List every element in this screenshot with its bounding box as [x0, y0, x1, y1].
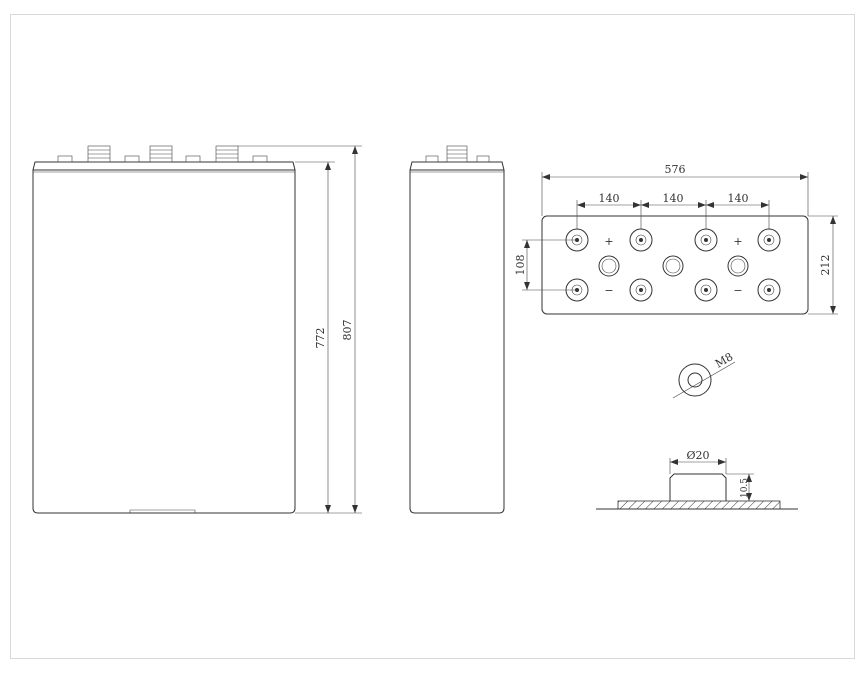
thread-label: M8	[713, 350, 735, 370]
lid-section-hatch	[617, 500, 781, 510]
dim-212: 212	[808, 215, 838, 315]
dim-108: 108	[514, 239, 577, 291]
side-body	[409, 169, 505, 514]
dim-807-label: 807	[341, 320, 354, 341]
polarity-plus-2: +	[733, 235, 742, 248]
side-view	[409, 145, 505, 514]
thread-detail: M8	[672, 350, 735, 399]
front-foot	[129, 509, 196, 513]
top-view: + + − − 576 140 140 140	[514, 163, 838, 315]
dim-807: 807	[238, 145, 362, 514]
top-outline	[541, 215, 809, 315]
front-post-2	[149, 145, 173, 163]
front-body	[32, 169, 296, 514]
terminal-post-section	[669, 473, 727, 501]
dim-772-label: 772	[314, 328, 327, 349]
front-post-3	[215, 145, 239, 163]
dim-140-label-1: 140	[599, 192, 620, 205]
dim-772: 772	[295, 161, 335, 514]
polarity-minus-2: −	[733, 284, 742, 297]
side-lid	[409, 161, 505, 171]
polarity-plus-1: +	[604, 235, 613, 248]
drawing-frame	[10, 14, 855, 659]
side-post	[446, 145, 468, 163]
dim-108-label: 108	[514, 255, 527, 276]
front-view: 772 807	[32, 145, 362, 514]
front-terminals	[57, 145, 268, 163]
terminal-height-label: 10.5	[740, 478, 750, 498]
dim-576-label: 576	[665, 163, 686, 176]
terminal-row-bottom	[565, 278, 781, 302]
dim-576: 576	[541, 163, 809, 216]
polarity-minus-1: −	[604, 284, 613, 297]
terminal-row-top	[565, 228, 781, 252]
terminal-section: Ø20 10.5	[596, 449, 798, 510]
front-post-1	[87, 145, 111, 163]
dim-140-label-2: 140	[663, 192, 684, 205]
diameter-label: Ø20	[686, 449, 709, 462]
dim-140-label-3: 140	[728, 192, 749, 205]
front-lid	[32, 161, 296, 171]
dim-140-group: 140 140 140	[576, 192, 770, 229]
dim-212-label: 212	[819, 255, 832, 276]
vent-caps	[598, 255, 749, 277]
